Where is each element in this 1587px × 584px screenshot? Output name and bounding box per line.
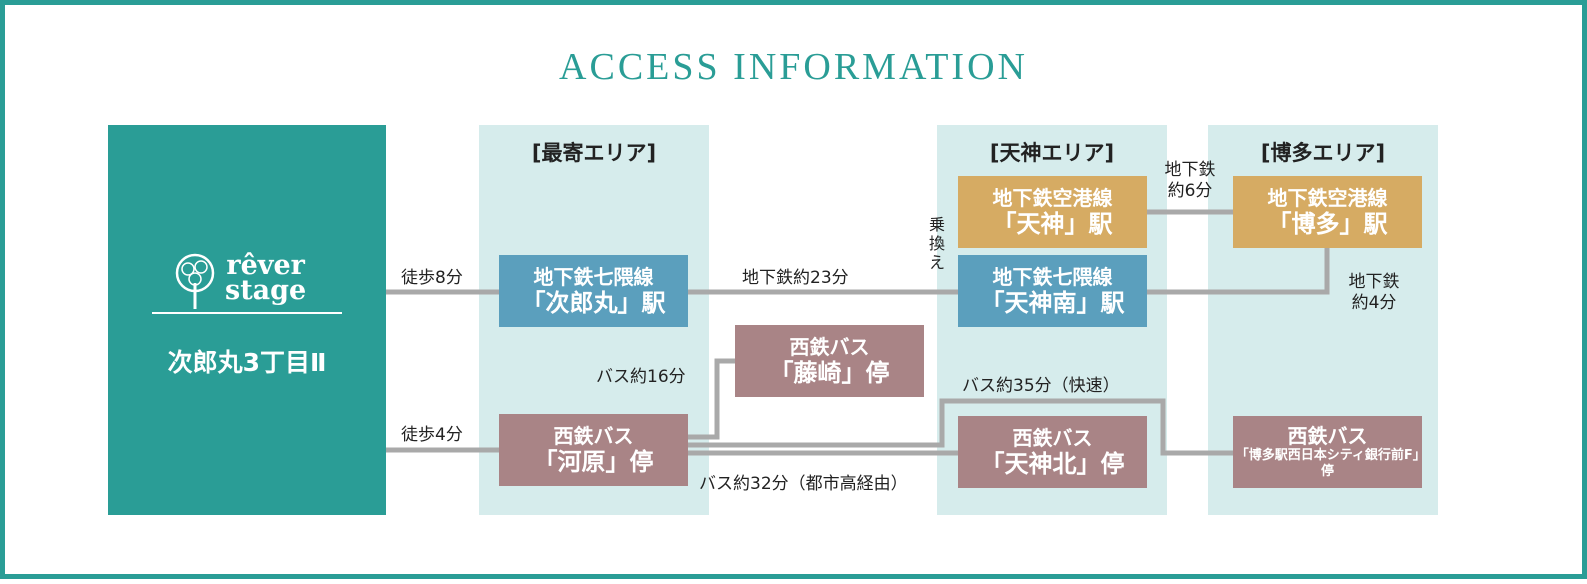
line-subway-hakata-south bbox=[1147, 247, 1330, 295]
area-label-tenjin: [天神エリア] bbox=[989, 141, 1115, 165]
station-line: 地下鉄空港線 bbox=[992, 185, 1113, 210]
label-walk8: 徒歩8分 bbox=[401, 268, 463, 288]
property-name: 次郎丸3丁目Ⅱ bbox=[167, 348, 327, 377]
station-line: 西鉄バス bbox=[1012, 425, 1093, 450]
station-tenjin: 地下鉄空港線 「天神」駅 bbox=[958, 176, 1147, 248]
label-subway6: 地下鉄 約6分 bbox=[1164, 160, 1216, 201]
bus-stop-tenjinkita: 西鉄バス 「天神北」停 bbox=[958, 416, 1147, 488]
station-jiromaru: 地下鉄七隈線 「次郎丸」駅 bbox=[499, 255, 688, 327]
station-name: 「藤崎」停 bbox=[769, 358, 890, 387]
station-name: 「博多駅西日本シティ銀行前F」停 bbox=[1235, 448, 1420, 479]
label-bus35: バス約35分（快速） bbox=[962, 376, 1120, 396]
bus-stop-hakata: 西鉄バス 「博多駅西日本シティ銀行前F」停 bbox=[1233, 416, 1422, 488]
label-subway23: 地下鉄約23分 bbox=[742, 268, 849, 288]
property-block: rêver stage 次郎丸3丁目Ⅱ bbox=[108, 125, 386, 515]
area-label-nearest: [最寄エリア] bbox=[531, 141, 657, 165]
tree-logo-icon bbox=[175, 253, 215, 309]
brand-logo-line1: rêver bbox=[226, 250, 305, 281]
label-bus32: バス約32分（都市高経由） bbox=[699, 474, 908, 494]
station-line: 地下鉄七隈線 bbox=[992, 264, 1113, 289]
label-subway4: 地下鉄 約4分 bbox=[1348, 272, 1400, 313]
station-line: 西鉄バス bbox=[553, 423, 634, 448]
bus-stop-fujisaki: 西鉄バス 「藤崎」停 bbox=[735, 325, 924, 397]
station-name: 「天神」駅 bbox=[992, 209, 1113, 238]
station-hakata: 地下鉄空港線 「博多」駅 bbox=[1233, 176, 1422, 248]
station-line: 西鉄バス bbox=[789, 334, 870, 359]
route-lines bbox=[386, 209, 1330, 456]
station-name: 「博多」駅 bbox=[1267, 209, 1388, 238]
brand-logo: rêver stage bbox=[225, 250, 307, 306]
station-tenjinminami: 地下鉄七隈線 「天神南」駅 bbox=[958, 255, 1147, 327]
station-line: 西鉄バス bbox=[1287, 424, 1368, 449]
label-transfer: 乗換え bbox=[928, 215, 945, 272]
logo-underline bbox=[152, 312, 342, 314]
label-walk4: 徒歩4分 bbox=[401, 425, 463, 445]
station-name: 「河原」停 bbox=[533, 447, 654, 476]
station-name: 「天神南」駅 bbox=[980, 288, 1125, 317]
page-title: ACCESS INFORMATION bbox=[559, 46, 1028, 88]
station-line: 地下鉄空港線 bbox=[1267, 185, 1388, 210]
area-label-hakata: [博多エリア] bbox=[1260, 141, 1386, 165]
line-bus-hakata-rapid bbox=[688, 398, 1233, 456]
brand-logo-line2: stage bbox=[225, 275, 307, 306]
bus-stop-kawara: 西鉄バス 「河原」停 bbox=[499, 414, 688, 486]
station-line: 地下鉄七隈線 bbox=[533, 264, 654, 289]
label-bus16: バス約16分 bbox=[596, 367, 686, 387]
station-name: 「次郎丸」駅 bbox=[521, 288, 666, 317]
line-bus-fujisaki bbox=[688, 358, 735, 440]
station-name: 「天神北」停 bbox=[980, 449, 1125, 478]
